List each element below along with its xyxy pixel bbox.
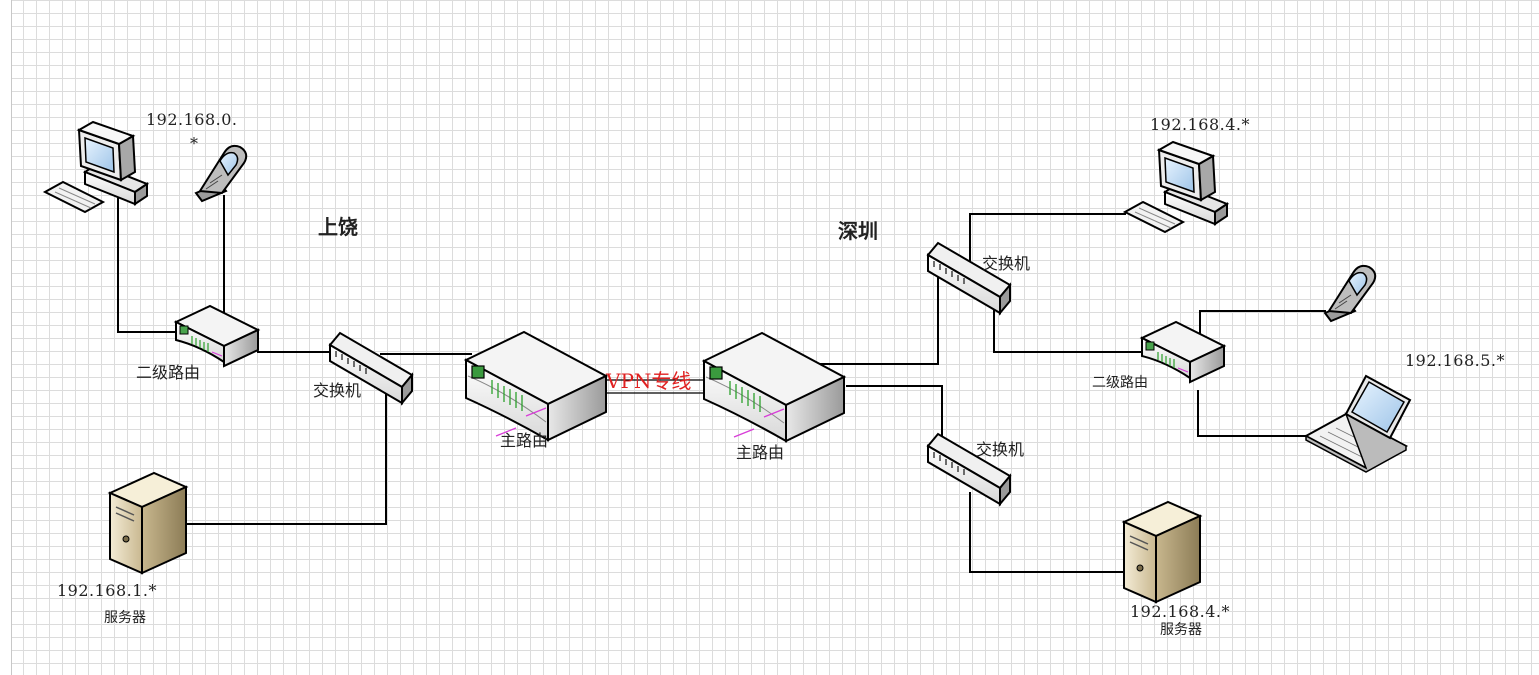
connection-lines-right: [806, 213, 1326, 573]
shenzhen-desktop-pc-icon: [1124, 141, 1228, 233]
shangrao-second-router-icon: [175, 305, 259, 367]
shangrao-switch-label: 交换机: [313, 381, 362, 400]
shangrao-server-icon: [109, 472, 187, 574]
shenzhen-main-router-label: 主路由: [736, 443, 785, 462]
vpn-line-label: VPN专线: [606, 369, 692, 393]
vpn-link-lines: [589, 379, 708, 394]
shenzhen-server-label: 服务器: [1160, 622, 1202, 638]
shenzhen-switch-bottom-label: 交换机: [976, 440, 1025, 459]
canvas-left-ruler: [0, 0, 12, 675]
shangrao-main-router-icon: [465, 331, 607, 441]
shangrao-mobile-phone-icon: [195, 144, 248, 202]
city-label-shenzhen: 深圳: [838, 219, 878, 243]
shenzhen-pc-ip-label: 192.168.4.*: [1150, 115, 1251, 134]
shangrao-main-router-label: 主路由: [500, 431, 549, 450]
shangrao-server-label: 服务器: [104, 610, 146, 626]
connection-lines-left: [117, 195, 472, 525]
shenzhen-main-router-icon: [703, 332, 845, 442]
shenzhen-mobile-phone-icon: [1324, 264, 1377, 322]
shenzhen-switch-top-label: 交换机: [982, 254, 1031, 273]
shenzhen-second-router-label: 二级路由: [1092, 375, 1148, 391]
city-label-shangrao: 上饶: [318, 215, 358, 239]
shenzhen-laptop-icon: [1305, 375, 1411, 473]
shangrao-phone-ip-label-suffix: *: [190, 134, 199, 153]
shangrao-server-ip-label: 192.168.1.*: [57, 581, 158, 600]
shenzhen-wifi-ip-label: 192.168.5.*: [1405, 351, 1506, 370]
shangrao-second-router-label: 二级路由: [136, 363, 201, 382]
shenzhen-server-icon: [1123, 501, 1201, 603]
shangrao-phone-ip-label: 192.168.0.: [146, 110, 238, 129]
shenzhen-second-router-icon: [1141, 321, 1225, 383]
shangrao-desktop-pc-icon: [44, 121, 148, 213]
shenzhen-server-ip-label: 192.168.4.*: [1130, 602, 1231, 621]
